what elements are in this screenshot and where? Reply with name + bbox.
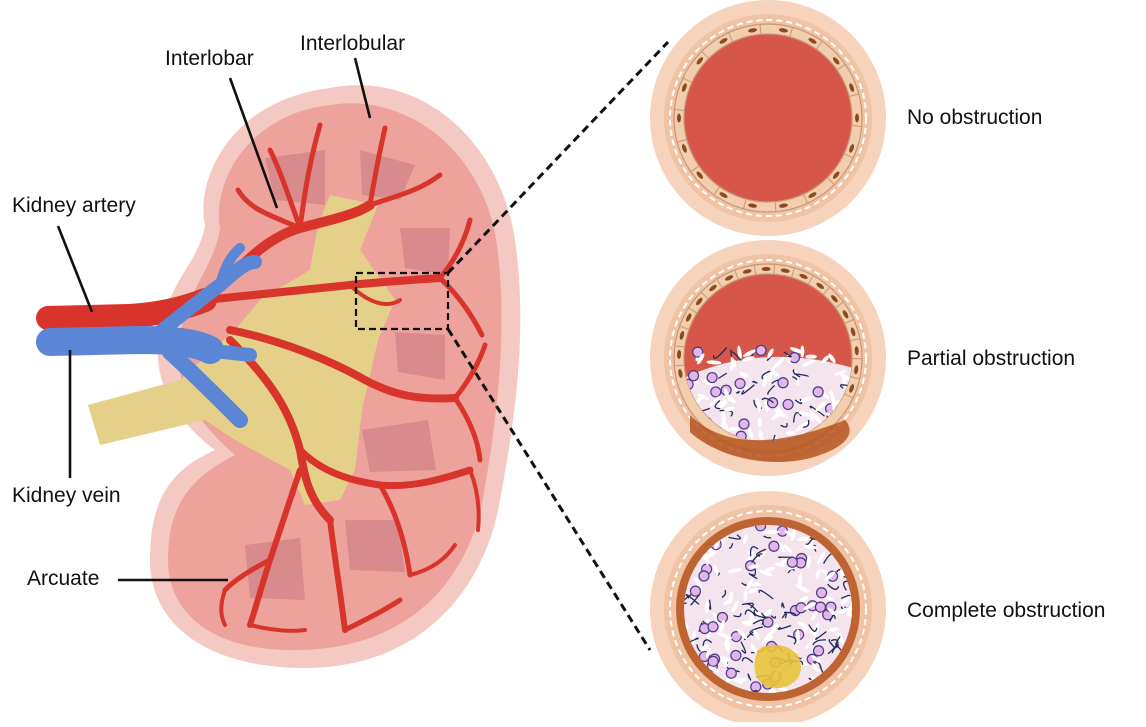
leukocyte [735, 379, 745, 389]
kidney-artery-leader [58, 226, 92, 312]
vessel-complete-obstruction [650, 491, 886, 722]
leukocyte [708, 656, 718, 666]
leukocyte [711, 387, 721, 397]
leukocyte [783, 399, 793, 409]
leukocyte [763, 617, 773, 627]
partial-obstruction-label: Partial obstruction [907, 348, 1075, 369]
leukocyte [708, 622, 718, 632]
leukocyte [778, 378, 788, 388]
leukocyte [789, 353, 799, 363]
platelet [728, 427, 739, 431]
pyramid [400, 228, 450, 275]
interlobar-label: Interlobar [165, 48, 254, 69]
vessel-partial-obstruction [650, 240, 886, 476]
fibrin-strand [731, 349, 732, 355]
kidney-artery-label: Kidney artery [12, 195, 136, 216]
leukocyte [707, 373, 717, 383]
leukocyte [813, 387, 823, 397]
kidney-vein-label: Kidney vein [12, 485, 121, 506]
vessel-no-obstruction [650, 0, 886, 236]
interlobular-label: Interlobular [300, 33, 405, 54]
leukocyte [769, 541, 779, 551]
arcuate-label: Arcuate [27, 568, 99, 589]
leukocyte [699, 571, 709, 581]
leukocyte [690, 586, 700, 596]
leukocyte [817, 588, 827, 598]
leukocyte [717, 612, 727, 622]
nucleus [855, 114, 859, 123]
leukocyte [787, 557, 797, 567]
leukocyte [814, 646, 824, 656]
vessel-lumen [684, 34, 852, 202]
leukocyte [756, 345, 766, 355]
leukocyte [726, 668, 736, 678]
leukocyte [731, 650, 741, 660]
nucleus [677, 114, 681, 123]
no-obstruction-label: No obstruction [907, 107, 1042, 128]
leukocyte [739, 419, 749, 429]
leukocyte [815, 602, 825, 612]
complete-obstruction-label: Complete obstruction [907, 600, 1105, 621]
platelet [805, 355, 817, 359]
pyramid [345, 520, 405, 572]
cell-border [774, 264, 775, 274]
